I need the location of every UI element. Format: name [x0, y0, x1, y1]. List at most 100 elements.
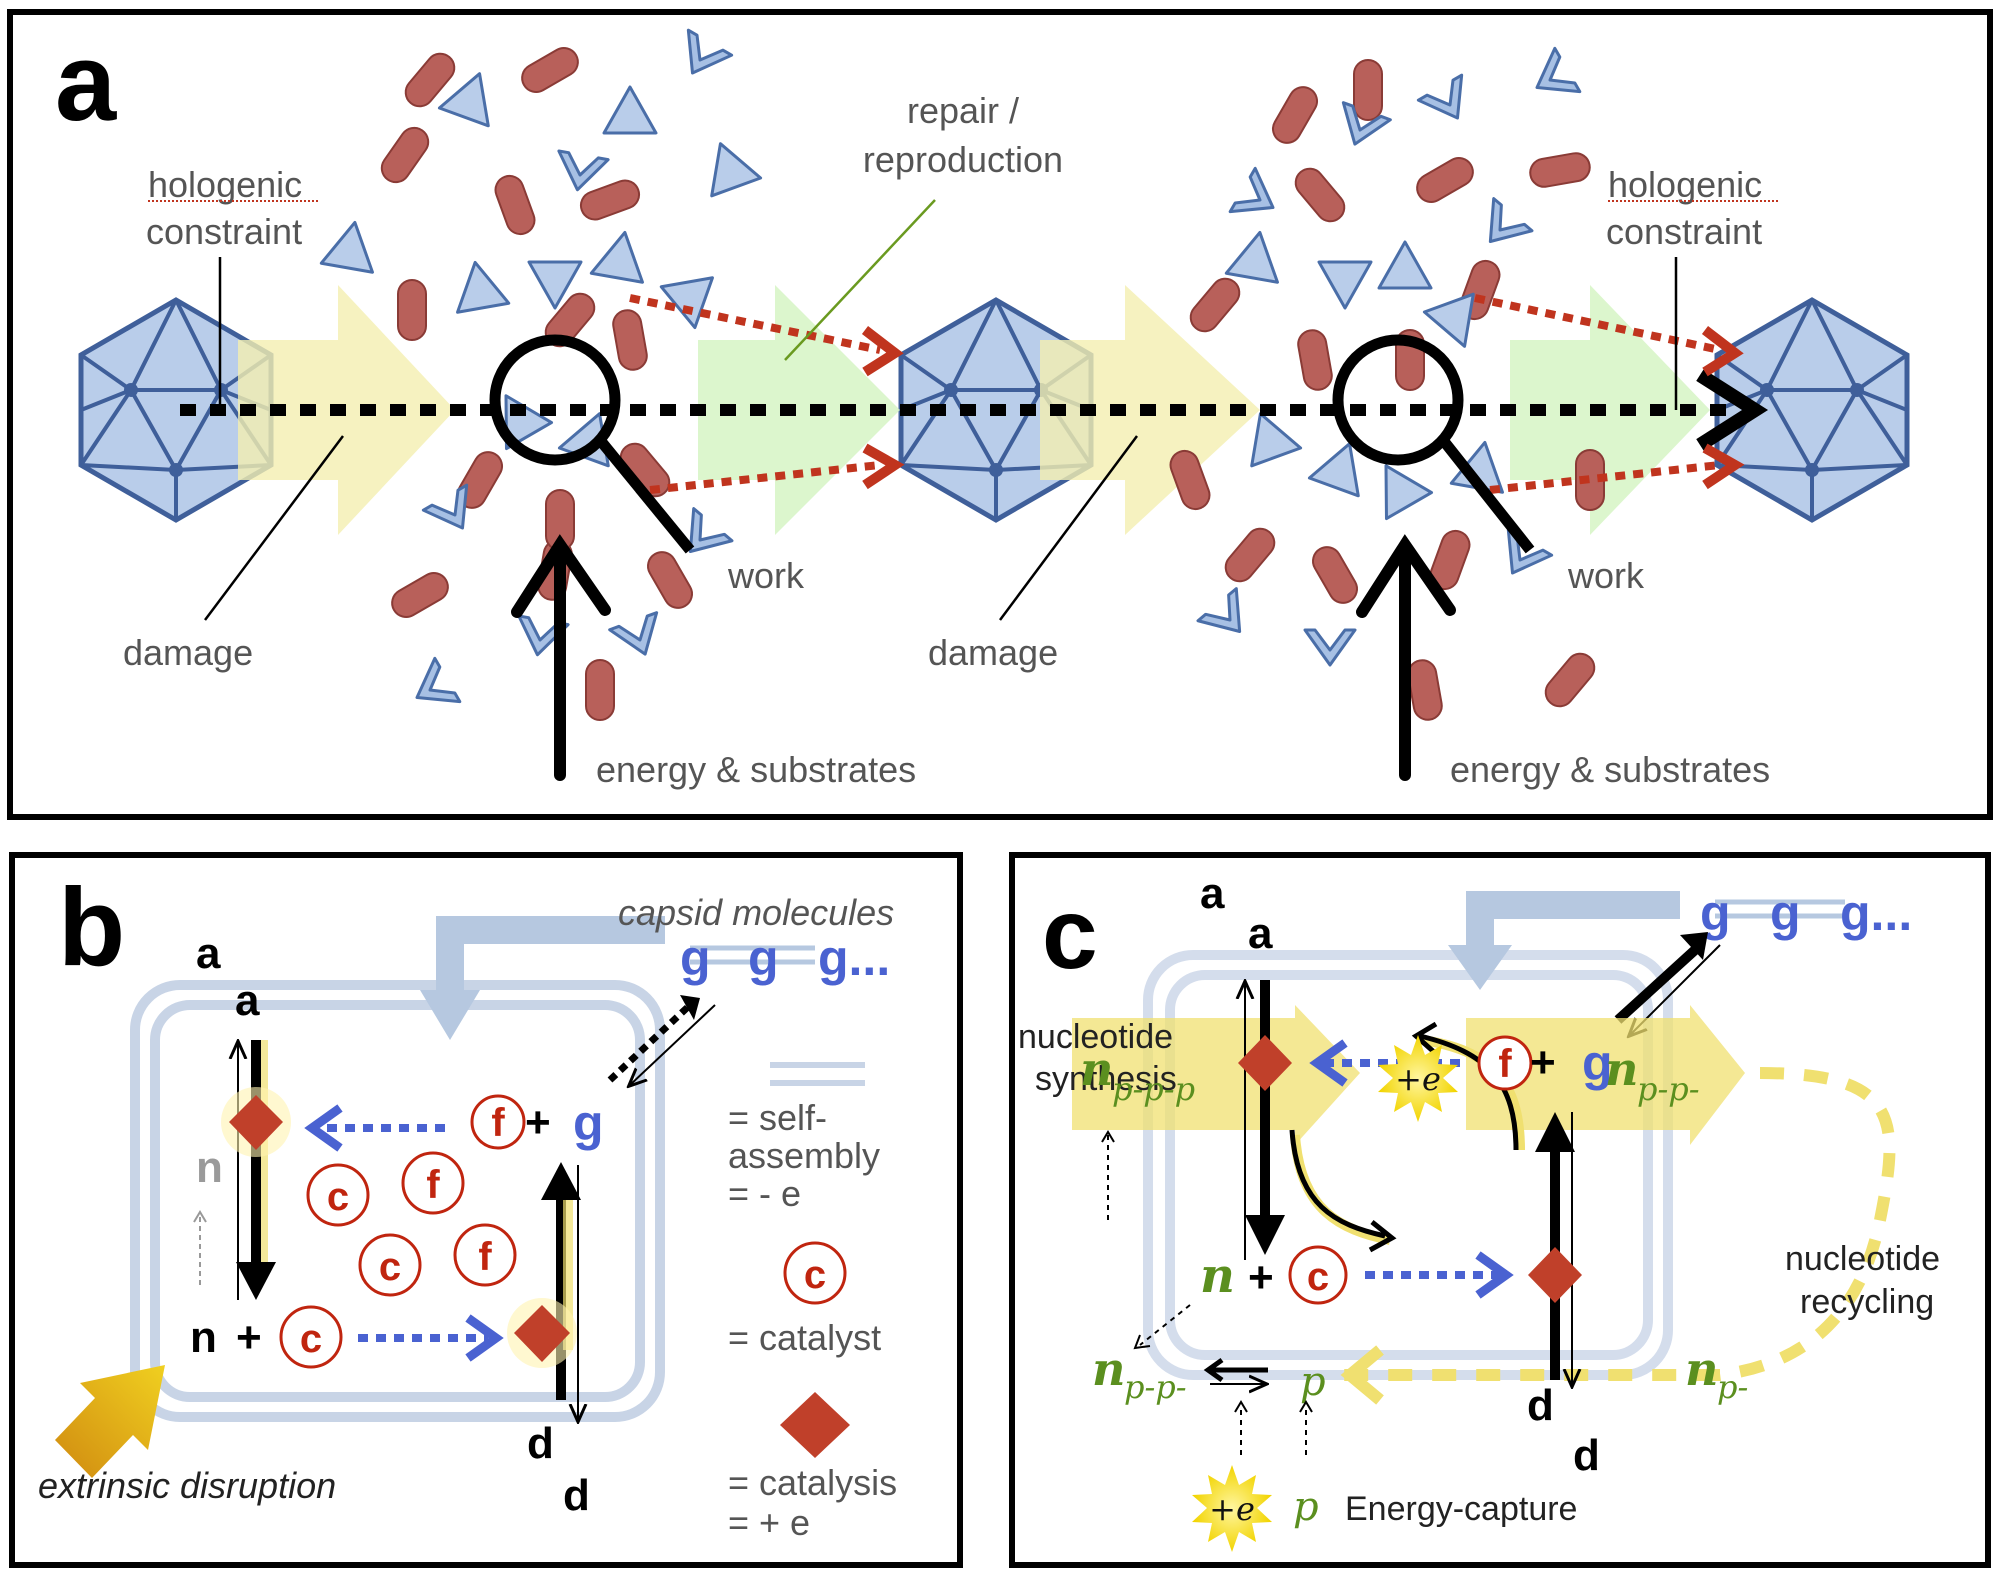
legend-catalyst: = catalyst — [728, 1317, 881, 1358]
label-hologenic-left: hologenic — [148, 164, 302, 205]
leader-damage-right — [998, 435, 1139, 621]
legend-self-assembly-3: = - e — [728, 1173, 801, 1214]
leader-damage-left — [204, 435, 344, 621]
assembly-arrow-forward — [607, 1002, 693, 1083]
c-catalysis-diamond-1 — [1238, 1035, 1292, 1091]
label-constraint-right: constraint — [1606, 211, 1762, 252]
b-catalysis-diamond-2 — [514, 1305, 570, 1362]
panel-b-letter: b — [58, 866, 125, 989]
c-circled-c: c — [1288, 1245, 1348, 1305]
b-circled-c-bottom: c — [279, 1305, 343, 1369]
c-dotted-up-arrowhead — [1101, 1130, 1115, 1143]
leader-repair — [784, 199, 936, 361]
capsid-molecules-label: capsid molecules — [618, 892, 894, 933]
c-d-outer: d — [1573, 1431, 1600, 1480]
c-n-ppp: n — [1080, 1042, 1113, 1096]
c-curve-arrowhead-down — [1368, 1220, 1397, 1253]
svg-text:c: c — [1307, 1255, 1329, 1299]
c-blue-arrowhead-top — [1309, 1039, 1348, 1087]
magnifier-icon-2 — [1332, 334, 1535, 554]
c-a-inner: a — [1248, 909, 1273, 958]
c-assembly-arrowhead — [1680, 932, 1708, 960]
repair-arrow-2 — [1510, 285, 1710, 535]
c-catalysis-diamond-2 — [1528, 1247, 1582, 1303]
c-arrowhead-right — [1535, 1112, 1575, 1152]
svg-text:c: c — [300, 1317, 322, 1361]
chain-g-1: g — [680, 930, 711, 986]
b-arrowhead-right — [541, 1162, 581, 1200]
assembly-arrow-reverse — [630, 1004, 716, 1085]
legend-catalysis-e: = + e — [728, 1502, 810, 1543]
c-arrowhead-left — [1245, 1215, 1285, 1255]
b-circled-f-2: f — [453, 1223, 517, 1287]
b-g: g — [573, 1095, 604, 1151]
chain-g-2: g — [748, 930, 779, 986]
energy-arrow-icon-1 — [511, 534, 611, 781]
b-a-inner: a — [235, 976, 260, 1025]
c-a-outer: a — [1200, 869, 1225, 918]
legend-self-assembly-1: = self- — [728, 1097, 827, 1138]
c-energy-burst-center — [1378, 1035, 1458, 1122]
legend-catalyst-letter: c — [804, 1253, 826, 1297]
c-n-pp-left-sub: p-p- — [1124, 1368, 1187, 1406]
b-faded-arrowhead — [193, 1210, 207, 1223]
c-curve-arrow-down — [1289, 1129, 1386, 1239]
b-plus-top: + — [525, 1098, 551, 1147]
c-n-pp-right: n — [1605, 1042, 1638, 1096]
c-equilibrium-forward-head — [1203, 1357, 1224, 1383]
c-label-energy-capture: Energy-capture — [1345, 1490, 1577, 1528]
c-g: g — [1582, 1035, 1613, 1091]
label-constraint-left: constraint — [146, 211, 302, 252]
c-chain-g-1: g — [1700, 885, 1731, 941]
magnifier-icon-1 — [489, 334, 695, 554]
b-blue-arrowhead-bottom — [465, 1314, 504, 1362]
b-a-outer: a — [196, 929, 221, 978]
repair-paths — [629, 294, 1721, 494]
b-circled-c-1: c — [306, 1163, 370, 1227]
c-yellow-arrow-left — [1072, 1005, 1360, 1145]
c-label-nucleotide-synthesis-1: nucleotide — [1018, 1018, 1173, 1056]
repair-arrowheads — [861, 326, 1745, 490]
b-n-faded: n — [196, 1143, 223, 1192]
b-n: n — [190, 1313, 217, 1362]
c-plus-e-bottom: +e — [1209, 1490, 1255, 1528]
chain-g-3: g... — [818, 930, 890, 986]
b-plus-bottom: + — [236, 1313, 262, 1362]
label-repair-1: repair / — [907, 90, 1019, 131]
label-repair-2: reproduction — [863, 139, 1063, 180]
c-n: n — [1200, 1248, 1235, 1304]
c-assembly-arrow-forward — [1614, 946, 1699, 1024]
legend-self-assembly-2: assembly — [728, 1135, 880, 1176]
label-damage-left: damage — [123, 632, 253, 673]
c-plus-top: + — [1530, 1038, 1556, 1087]
legend-catalysis: = catalysis — [728, 1462, 897, 1503]
b-blue-arrowhead-top — [304, 1104, 343, 1152]
label-work-right: work — [1567, 555, 1645, 596]
b-legend: = self- assembly = - e c = catalyst = ca… — [728, 1062, 897, 1543]
c-dotted-diag-arrowhead — [1133, 1334, 1151, 1350]
c-d-inner: d — [1527, 1381, 1554, 1430]
extrinsic-disruption-arrow — [55, 1365, 165, 1478]
c-label-nucleotide-synthesis-2: synthesis — [1035, 1060, 1177, 1098]
c-n-ppp-sub: p-p-p — [1112, 1070, 1195, 1108]
b-circled-c-2: c — [358, 1233, 422, 1297]
energy-arrow-icon-2 — [1356, 534, 1456, 781]
label-hologenic-right: hologenic — [1608, 164, 1762, 205]
legend-catalysis-symbol — [780, 1392, 850, 1458]
b-d-outer: d — [563, 1471, 590, 1520]
panel-a: a — [7, 9, 1993, 820]
b-d-inner: d — [527, 1419, 554, 1468]
label-work-left: work — [727, 555, 805, 596]
c-p-bottom: p — [1293, 1484, 1319, 1530]
c-yellow-arrow-right — [1466, 1005, 1745, 1145]
c-n-p: n — [1685, 1342, 1718, 1396]
c-feedback-arrowhead — [1448, 945, 1512, 990]
time-axis-arrowhead — [1696, 369, 1769, 451]
c-plus-bottom: + — [1248, 1253, 1274, 1302]
c-chain-g-3: g... — [1840, 885, 1912, 941]
c-recycling-arrowhead — [1340, 1345, 1384, 1405]
c-label-nucleotide-recycling-2: recycling — [1800, 1283, 1934, 1321]
label-energy-left: energy & substrates — [596, 749, 916, 790]
feedback-arrowhead — [420, 990, 480, 1040]
